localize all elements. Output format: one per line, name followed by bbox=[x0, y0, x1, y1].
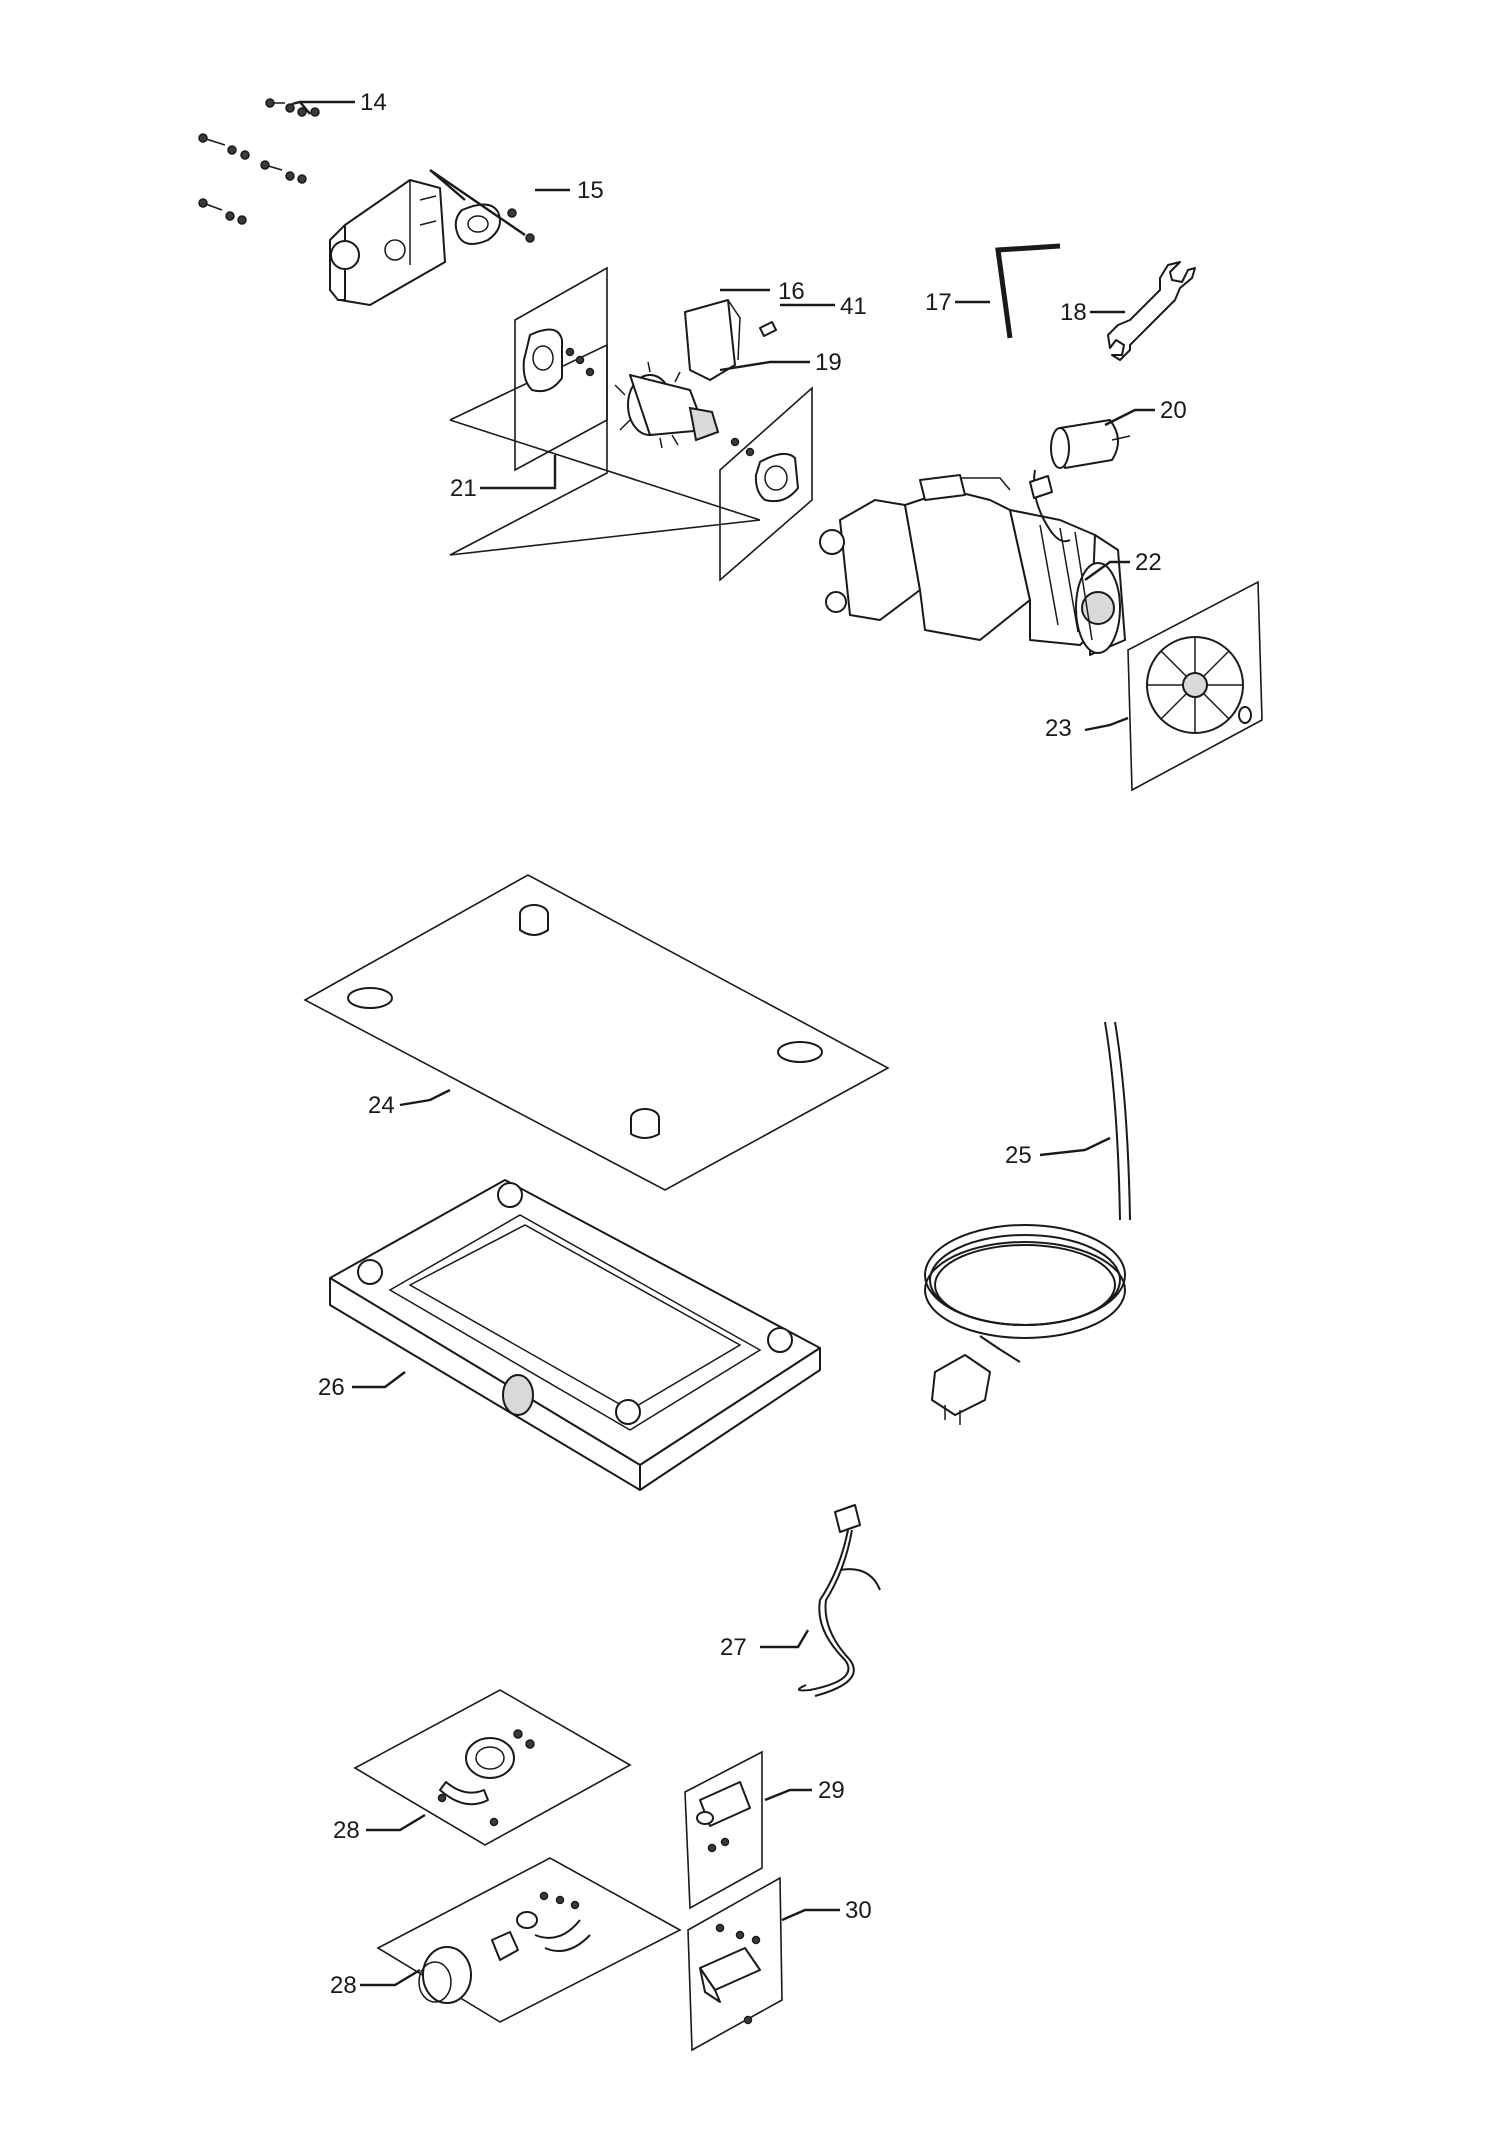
callout-14: 14 bbox=[360, 89, 387, 116]
part-25-power-cord bbox=[924, 1021, 1131, 1425]
callout-28-upper: 28 bbox=[333, 1817, 360, 1844]
callout-18: 18 bbox=[1060, 299, 1087, 326]
part-21-gasket-set bbox=[449, 266, 813, 582]
part-22-motor bbox=[819, 469, 1126, 656]
part-28-upper-panel bbox=[353, 1689, 632, 1846]
part-20-capacitor bbox=[1050, 419, 1131, 469]
part-23-fan bbox=[1127, 580, 1263, 792]
callout-30: 30 bbox=[845, 1897, 872, 1924]
callout-25: 25 bbox=[1005, 1142, 1032, 1169]
part-41-screw bbox=[759, 321, 777, 337]
part-28-lower-panel bbox=[376, 1857, 682, 2023]
callout-15: 15 bbox=[577, 177, 604, 204]
callout-labels: 14 15 16 41 17 18 19 20 21 22 23 24 25 2… bbox=[318, 89, 1187, 1999]
callout-24: 24 bbox=[368, 1092, 395, 1119]
callout-16: 16 bbox=[778, 278, 805, 305]
callout-22: 22 bbox=[1135, 549, 1162, 576]
part-18-wrench bbox=[1107, 261, 1196, 361]
part-17-hex-key bbox=[995, 243, 1061, 339]
callout-17: 17 bbox=[925, 289, 952, 316]
part-15-pump-housing bbox=[329, 179, 535, 306]
part-27-wire-harness bbox=[798, 1504, 881, 1697]
callout-41: 41 bbox=[840, 293, 867, 320]
callout-23: 23 bbox=[1045, 715, 1072, 742]
part-24-base-plate bbox=[303, 874, 890, 1191]
part-30-bracket bbox=[687, 1876, 783, 2052]
callout-29: 29 bbox=[818, 1777, 845, 1804]
part-16-cover bbox=[684, 299, 741, 381]
part-14-screws bbox=[198, 98, 320, 225]
part-26-base-tray bbox=[329, 1179, 821, 1491]
callout-28-lower: 28 bbox=[330, 1972, 357, 1999]
callout-21: 21 bbox=[450, 475, 477, 502]
callout-19: 19 bbox=[815, 349, 842, 376]
part-19-impeller bbox=[614, 361, 720, 449]
callout-27: 27 bbox=[720, 1634, 747, 1661]
part-29-switch bbox=[684, 1750, 763, 1910]
leader-lines bbox=[291, 100, 1155, 1987]
callout-26: 26 bbox=[318, 1374, 345, 1401]
callout-20: 20 bbox=[1160, 397, 1187, 424]
